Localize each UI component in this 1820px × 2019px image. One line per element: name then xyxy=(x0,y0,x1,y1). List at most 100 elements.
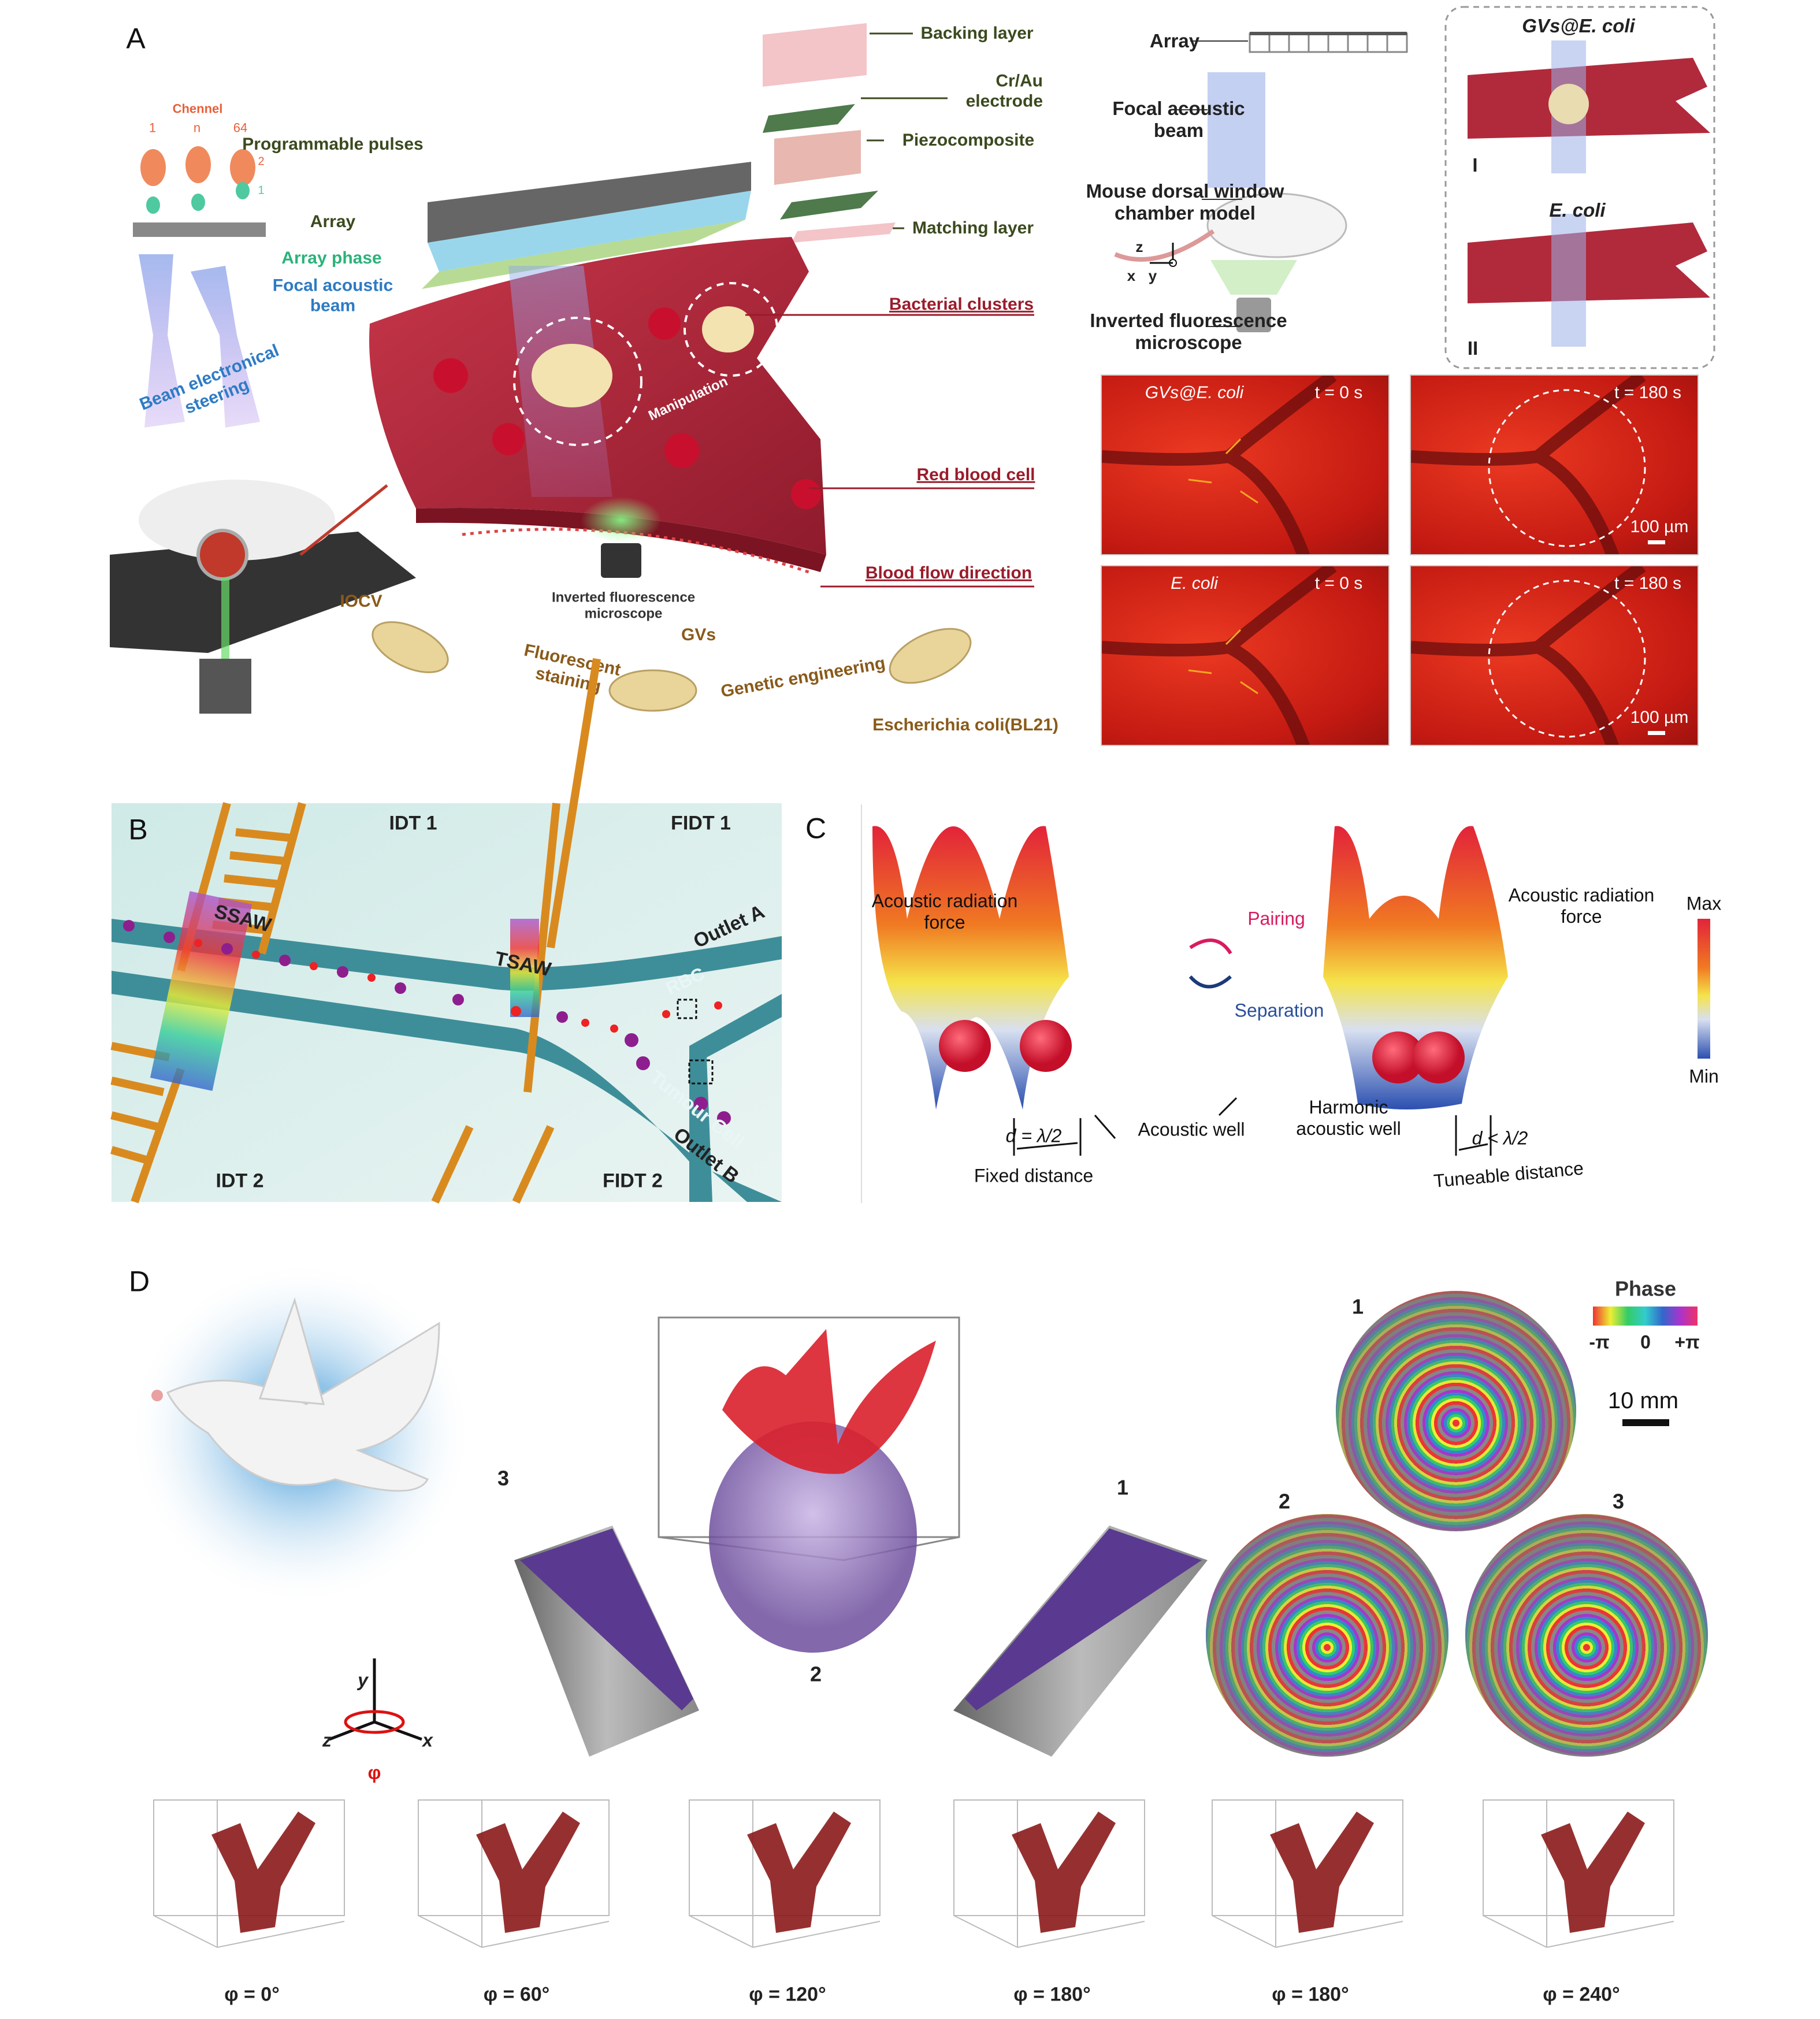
view-angle-label: φ = 0° xyxy=(224,1983,280,2006)
axis-y-label: y xyxy=(358,1669,368,1691)
channel-label-1: 1 xyxy=(148,120,157,135)
channel-label-64: 64 xyxy=(233,120,248,135)
transducer-label-1: 1 xyxy=(1116,1475,1129,1500)
hologram-label-2: 2 xyxy=(1278,1489,1291,1513)
hologram-label-3: 3 xyxy=(1612,1489,1625,1513)
harmonic-well-label: Harmonic acoustic well xyxy=(1296,1097,1401,1139)
idt1-label: IDT 1 xyxy=(389,812,437,834)
matching-layer-label: Matching layer xyxy=(912,218,1034,237)
panel-b-microfluidic-diagram xyxy=(110,658,782,1204)
phase-colorbar xyxy=(1593,1307,1698,1326)
pairing-label: Pairing xyxy=(1247,908,1305,929)
blood-flow-label: Blood flow direction xyxy=(865,563,1032,582)
image-time-label: t = 180 s xyxy=(1614,573,1681,593)
view-angle-label: φ = 240° xyxy=(1543,1983,1620,2006)
array-label: Array xyxy=(310,211,356,231)
image-time-label: t = 180 s xyxy=(1614,383,1681,402)
acoustic-well-label: Acoustic well xyxy=(1138,1119,1245,1140)
scale-bar-label: 10 mm xyxy=(1607,1388,1679,1413)
pulse-index-1: 1 xyxy=(258,184,265,197)
transducer-label-3: 3 xyxy=(497,1466,510,1490)
point-cloud-view xyxy=(953,1799,1145,1948)
panel-divider xyxy=(861,804,862,1203)
piezocomposite-label: Piezocomposite xyxy=(902,130,1035,150)
fidt1-label: FIDT 1 xyxy=(671,812,731,834)
axis-x-label: x xyxy=(1127,267,1136,285)
right-focal-beam-label: Focal acoustic beam xyxy=(1112,98,1245,141)
panel-a-schematic xyxy=(110,23,1034,714)
axis-z-label: z xyxy=(1135,238,1143,256)
view-angle-label: φ = 120° xyxy=(749,1983,826,2006)
scale-bar xyxy=(1622,1419,1669,1426)
inset-top-index: I xyxy=(1472,154,1478,176)
red-blood-cell-label: Red blood cell xyxy=(916,465,1035,484)
gvs-label: GVs xyxy=(681,625,716,644)
panel-d-dove-and-transducers xyxy=(127,1260,1208,1757)
channel-title: Chennel xyxy=(172,101,223,116)
fluorescence-image: E. coli t = 0 s xyxy=(1101,565,1390,746)
image-scale-label: 100 µm xyxy=(1630,517,1689,536)
right-microscope-label: Inverted fluorescence microscope xyxy=(1090,310,1287,353)
phase-tick-max: +π xyxy=(1674,1331,1700,1353)
axis-phi-label: φ xyxy=(367,1762,381,1783)
axis-x-label: x xyxy=(422,1729,433,1751)
view-angle-label: φ = 180° xyxy=(1013,1983,1091,2006)
right-array-label: Array xyxy=(1149,30,1200,52)
mouse-model-label: Mouse dorsal window chamber model xyxy=(1086,180,1284,224)
inset-box xyxy=(1444,6,1715,369)
panel-c-letter: C xyxy=(805,812,827,845)
image-scale-label: 100 µm xyxy=(1630,707,1689,727)
iocv-label: IOCV xyxy=(340,591,382,611)
array-elements xyxy=(1249,32,1408,53)
phase-tick-min: -π xyxy=(1589,1331,1610,1353)
hologram-phase-map-2 xyxy=(1206,1514,1448,1757)
arf-left-label: Acoustic radiation force xyxy=(871,890,1018,933)
arf-right-label: Acoustic radiation force xyxy=(1508,885,1655,927)
programmable-pulses-label: Programmable pulses xyxy=(242,134,424,154)
fidt2-label: FIDT 2 xyxy=(603,1170,663,1192)
fixed-distance-label: Fixed distance xyxy=(974,1165,1094,1186)
array-phase-label: Array phase xyxy=(281,248,382,268)
channel-label-n: n xyxy=(193,120,201,135)
panel-a-letter: A xyxy=(126,22,146,55)
electrode-label: Cr/Au electrode xyxy=(965,71,1043,111)
phase-colorbar-title: Phase xyxy=(1614,1276,1677,1301)
phase-tick-zero: 0 xyxy=(1640,1331,1651,1353)
panel-a-mouse-schematic xyxy=(1114,6,1715,369)
point-cloud-view xyxy=(689,1799,881,1948)
view-angle-label: φ = 60° xyxy=(483,1983,550,2006)
colorbar-min-label: Min xyxy=(1689,1066,1719,1087)
panel-d-letter: D xyxy=(128,1265,150,1298)
image-sample-label: E. coli xyxy=(1171,573,1218,593)
inset-bottom-title: E. coli xyxy=(1549,199,1606,221)
hologram-label-1: 1 xyxy=(1351,1294,1364,1319)
fluorescence-image: GVs@E. coli t = 0 s xyxy=(1101,374,1390,555)
separation-label: Separation xyxy=(1234,1000,1324,1021)
point-cloud-view xyxy=(418,1799,610,1948)
ecoli-strain-label: Escherichia coli(BL21) xyxy=(872,715,1058,734)
hologram-phase-map-1 xyxy=(1336,1291,1576,1531)
transducer-label-2: 2 xyxy=(809,1662,822,1686)
fluorescence-image: t = 180 s 100 µm xyxy=(1410,374,1699,555)
inset-top-title: GVs@E. coli xyxy=(1522,15,1635,37)
hologram-phase-map-3 xyxy=(1465,1514,1708,1757)
fluorescence-image: t = 180 s 100 µm xyxy=(1410,565,1699,746)
small-array xyxy=(133,222,266,237)
point-cloud-view xyxy=(1483,1799,1674,1948)
image-scale-bar xyxy=(1648,540,1665,544)
colorbar-max-label: Max xyxy=(1686,893,1722,914)
axis-z-label: z xyxy=(322,1729,332,1751)
view-angle-label: φ = 180° xyxy=(1272,1983,1349,2006)
idt2-label: IDT 2 xyxy=(216,1170,264,1192)
bacterial-clusters-label: Bacterial clusters xyxy=(889,294,1034,314)
image-sample-label: GVs@E. coli xyxy=(1145,383,1244,402)
point-cloud-view xyxy=(153,1799,345,1948)
image-scale-bar xyxy=(1648,731,1665,735)
panel-b-letter: B xyxy=(128,813,148,846)
panel-c-acoustic-well-diagram xyxy=(872,826,1710,1156)
image-time-label: t = 0 s xyxy=(1314,573,1363,593)
channel-pulses xyxy=(140,146,255,214)
axis-y-label: y xyxy=(1148,267,1157,285)
backing-layer-label: Backing layer xyxy=(920,23,1034,43)
d-fixed-label: d = λ/2 xyxy=(1005,1125,1062,1146)
